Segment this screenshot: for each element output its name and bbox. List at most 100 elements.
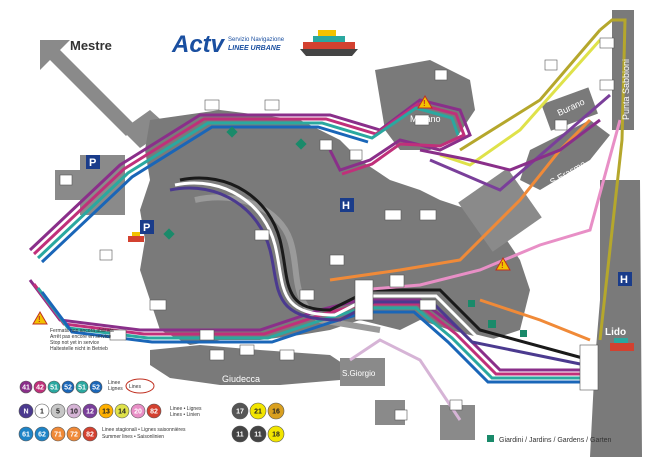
lines-line-badge-3 <box>66 403 82 419</box>
actv-logo: Actv Servizio Navigazione LINEE URBANE <box>171 31 285 58</box>
logo-line2: LINEE URBANE <box>228 45 281 52</box>
label-giudecca: Giudecca <box>222 374 260 384</box>
lines-line-label-3: 10 <box>70 409 78 416</box>
main-line-badge-0 <box>19 380 33 394</box>
stop-markers <box>59 37 615 421</box>
car-ferry-icon <box>128 232 144 242</box>
svg-text:H: H <box>342 200 350 212</box>
lines-line-label-2: 5 <box>56 409 60 416</box>
warning-note: Fermata non ancora abilitata Arrêt pas e… <box>50 328 114 352</box>
main-line-label-3: 52 <box>64 385 72 392</box>
lines-line-badge-7 <box>130 403 146 419</box>
main-line-badge-2 <box>47 380 61 394</box>
lines-line-label-6: 14 <box>118 409 126 416</box>
extra2-line-badge-1 <box>249 425 267 443</box>
lines-line-badge-0 <box>18 403 34 419</box>
main-line-label-4: 51 <box>78 385 86 392</box>
svg-text:!: ! <box>38 315 41 324</box>
small-island-2 <box>440 405 475 440</box>
extra-line-badge-0 <box>231 402 249 420</box>
summer-line-label-4: 82 <box>86 432 94 439</box>
summer-line-badge-3 <box>66 426 82 442</box>
extra-line-badge-2 <box>267 402 285 420</box>
label-murano: Murano <box>410 114 441 124</box>
legend-row3-text-a: Linee stagionali • Lignes saisonnières <box>102 427 186 433</box>
lines-line-badge-8 <box>146 403 162 419</box>
ferry-icon <box>610 338 634 351</box>
warning-note-de: Haltestelle nicht in Betrieb <box>50 346 108 352</box>
main-line-badge-3 <box>61 380 75 394</box>
summer-line-badge-1 <box>34 426 50 442</box>
summer-line-badge-2 <box>50 426 66 442</box>
legend-row-summer-lines: 61 62 71 72 82 <box>18 426 98 442</box>
extra-line-badge-1 <box>249 402 267 420</box>
legend-extra-lines: 17 21 16 <box>231 402 285 420</box>
legend-row1-text-a: Linee <box>108 380 120 386</box>
warning-icon: ! <box>417 95 433 109</box>
main-line-label-1: 42 <box>36 385 44 392</box>
summer-line-label-0: 61 <box>22 432 30 439</box>
label-punta-sabbioni: Punta Sabbioni <box>621 59 631 120</box>
warning-icon-2: ! <box>495 257 511 271</box>
lines-line-badge-4 <box>82 403 98 419</box>
svg-text:!: ! <box>501 261 504 270</box>
lines-line-label-0: N <box>23 409 28 416</box>
warning-note-it: Fermata non ancora abilitata <box>50 328 114 334</box>
extra2-line-badge-0 <box>231 425 249 443</box>
svg-text:H: H <box>620 274 628 286</box>
garden-legend-icon <box>487 435 494 442</box>
extra-line-label-2: 16 <box>272 409 280 416</box>
summer-line-label-1: 62 <box>38 432 46 439</box>
gardens-legend: Giardini / Jardins / Gardens / Garten <box>499 437 612 444</box>
main-line-badge-4 <box>75 380 89 394</box>
extra2-line-label-2: 18 <box>272 432 280 439</box>
svg-text:P: P <box>143 222 150 234</box>
summer-line-label-2: 71 <box>54 432 62 439</box>
svg-text:!: ! <box>423 99 426 108</box>
venice-island <box>140 110 530 345</box>
lines-badge: Lines <box>125 378 155 394</box>
legend-row-lines: N 1 5 10 12 13 14 20 82 <box>18 403 162 419</box>
warning-icon-legend: ! <box>32 311 48 325</box>
summer-line-label-3: 72 <box>70 432 78 439</box>
label-mestre: Mestre <box>70 38 112 53</box>
svg-text:P: P <box>89 157 96 169</box>
legend-row2-text-b: Lines • Linien <box>170 412 200 418</box>
lines-line-label-4: 12 <box>86 409 94 416</box>
warning-note-en: Stop not yet in service <box>50 340 99 346</box>
lines-line-badge-6 <box>114 403 130 419</box>
cemetery-island <box>458 168 542 252</box>
label-s-giorgio: S.Giorgio <box>342 369 376 378</box>
parking-icon-2: P <box>140 220 154 234</box>
transit-lines <box>28 18 627 421</box>
label-lido: Lido <box>605 327 626 338</box>
extra-line-label-1: 21 <box>254 409 262 416</box>
lines-line-label-7: 20 <box>134 409 142 416</box>
legend-row3-text-b: Summer lines • Saisonlinien <box>102 434 164 440</box>
lido-island <box>590 180 642 457</box>
lines-line-label-8: 82 <box>150 409 158 416</box>
hospital-icon-2: H <box>618 272 632 286</box>
main-line-label-0: 41 <box>22 385 30 392</box>
s-giorgio-island <box>340 358 385 386</box>
extra-line-label-0: 17 <box>236 409 244 416</box>
extra2-line-label-0: 11 <box>236 432 244 439</box>
main-line-label-5: 52 <box>92 385 100 392</box>
lines-line-label-5: 13 <box>102 409 110 416</box>
logo-line1: Servizio Navigazione <box>228 37 285 43</box>
lines-line-badge-2 <box>50 403 66 419</box>
warning-note-fr: Arrêt pas encore en service <box>50 334 111 340</box>
svg-text:Lines: Lines <box>129 384 141 390</box>
logo-brand: Actv <box>171 31 226 58</box>
garden-markers <box>163 126 527 337</box>
lines-line-label-1: 1 <box>40 409 44 416</box>
legend-row2-text-a: Linee • Lignes <box>170 406 202 412</box>
summer-line-badge-4 <box>82 426 98 442</box>
extra2-line-badge-2 <box>267 425 285 443</box>
lines-line-badge-5 <box>98 403 114 419</box>
giudecca-island <box>150 345 345 385</box>
legend-row1-text-b: Lignes <box>108 386 123 392</box>
